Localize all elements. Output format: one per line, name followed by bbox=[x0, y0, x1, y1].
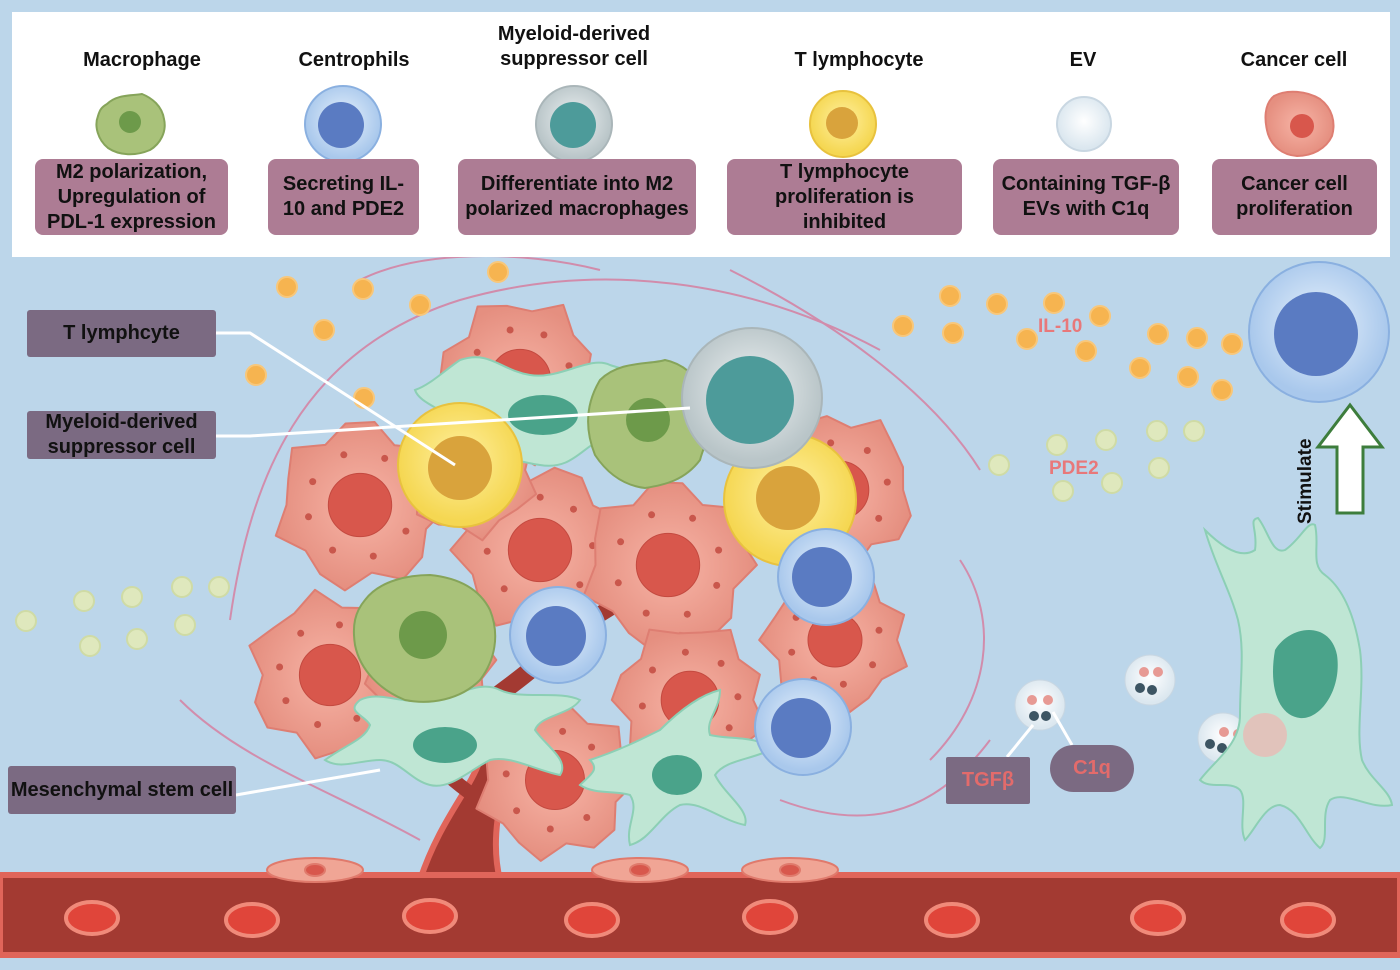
mdsc-icon bbox=[535, 85, 613, 163]
callout-t-lymphocyte: T lymphcyte bbox=[27, 310, 216, 357]
legend-title-mdsc: Myeloid-derived suppressor cell bbox=[497, 23, 651, 70]
tgfb-tag: TGFβ bbox=[946, 757, 1030, 804]
mesenchymal-stem-cell bbox=[578, 688, 772, 847]
pde2-label: PDE2 bbox=[1049, 458, 1099, 479]
endothelial-cells bbox=[266, 857, 839, 883]
legend-title-ev: EV bbox=[1069, 49, 1097, 71]
neutrophil-large bbox=[1248, 261, 1390, 403]
cancer-cell bbox=[582, 481, 758, 653]
neutrophil bbox=[509, 586, 607, 684]
extracellular-vesicles bbox=[1014, 654, 1249, 764]
legend-title-centrophils: Centrophils bbox=[298, 49, 410, 71]
c1q-tag: C1q bbox=[1050, 745, 1134, 792]
legend-icons bbox=[95, 85, 1335, 163]
t-lymphocyte-icon bbox=[809, 90, 877, 158]
legend-desc-cancer-cell: Cancer cell proliferation bbox=[1212, 159, 1377, 235]
macrophage-icon bbox=[95, 92, 166, 156]
centrophil-icon bbox=[304, 85, 382, 163]
legend-panel: Macrophage Centrophils Myeloid-derived s… bbox=[12, 12, 1390, 257]
legend-desc-macrophage: M2 polarization, Upregulation of PDL-1 e… bbox=[35, 159, 228, 235]
ev-particle bbox=[1124, 654, 1176, 706]
myeloid-derived-suppressor-cell bbox=[681, 327, 823, 469]
legend-title-cancer-cell: Cancer cell bbox=[1240, 49, 1348, 71]
t-lymphocyte bbox=[397, 402, 523, 528]
mesenchymal-stem-cell-right bbox=[1198, 516, 1394, 850]
legend-desc-ev: Containing TGF-β EVs with C1q bbox=[993, 159, 1179, 235]
callout-mdsc: Myeloid-derived suppressor cell bbox=[27, 411, 216, 459]
legend-desc-centrophils: Secreting IL-10 and PDE2 bbox=[268, 159, 419, 235]
legend-desc-mdsc: Differentiate into M2 polarized macropha… bbox=[458, 159, 696, 235]
il10-label: IL-10 bbox=[1038, 316, 1083, 337]
ev-particle bbox=[1014, 679, 1066, 731]
legend-title-t-lymphocyte: T lymphocyte bbox=[794, 49, 924, 71]
legend-desc-t-lymphocyte: T lymphocyte proliferation is inhibited bbox=[727, 159, 962, 235]
red-blood-cells bbox=[64, 898, 1336, 938]
neutrophil bbox=[754, 678, 852, 776]
pde2-molecules bbox=[15, 420, 1205, 657]
callout-lines bbox=[216, 331, 1074, 797]
cancer-cell-icon bbox=[1264, 90, 1335, 158]
mesenchymal-stem-cell bbox=[323, 685, 582, 787]
legend-title-macrophage: Macrophage bbox=[83, 49, 201, 71]
ev-icon bbox=[1056, 96, 1112, 152]
stimulate-arrow bbox=[1314, 402, 1386, 515]
macrophage bbox=[352, 573, 497, 703]
callout-msc: Mesenchymal stem cell bbox=[8, 766, 236, 814]
neutrophil bbox=[777, 528, 875, 626]
stimulate-label: Stimulate bbox=[1295, 438, 1316, 524]
il10-molecules bbox=[245, 261, 1243, 409]
